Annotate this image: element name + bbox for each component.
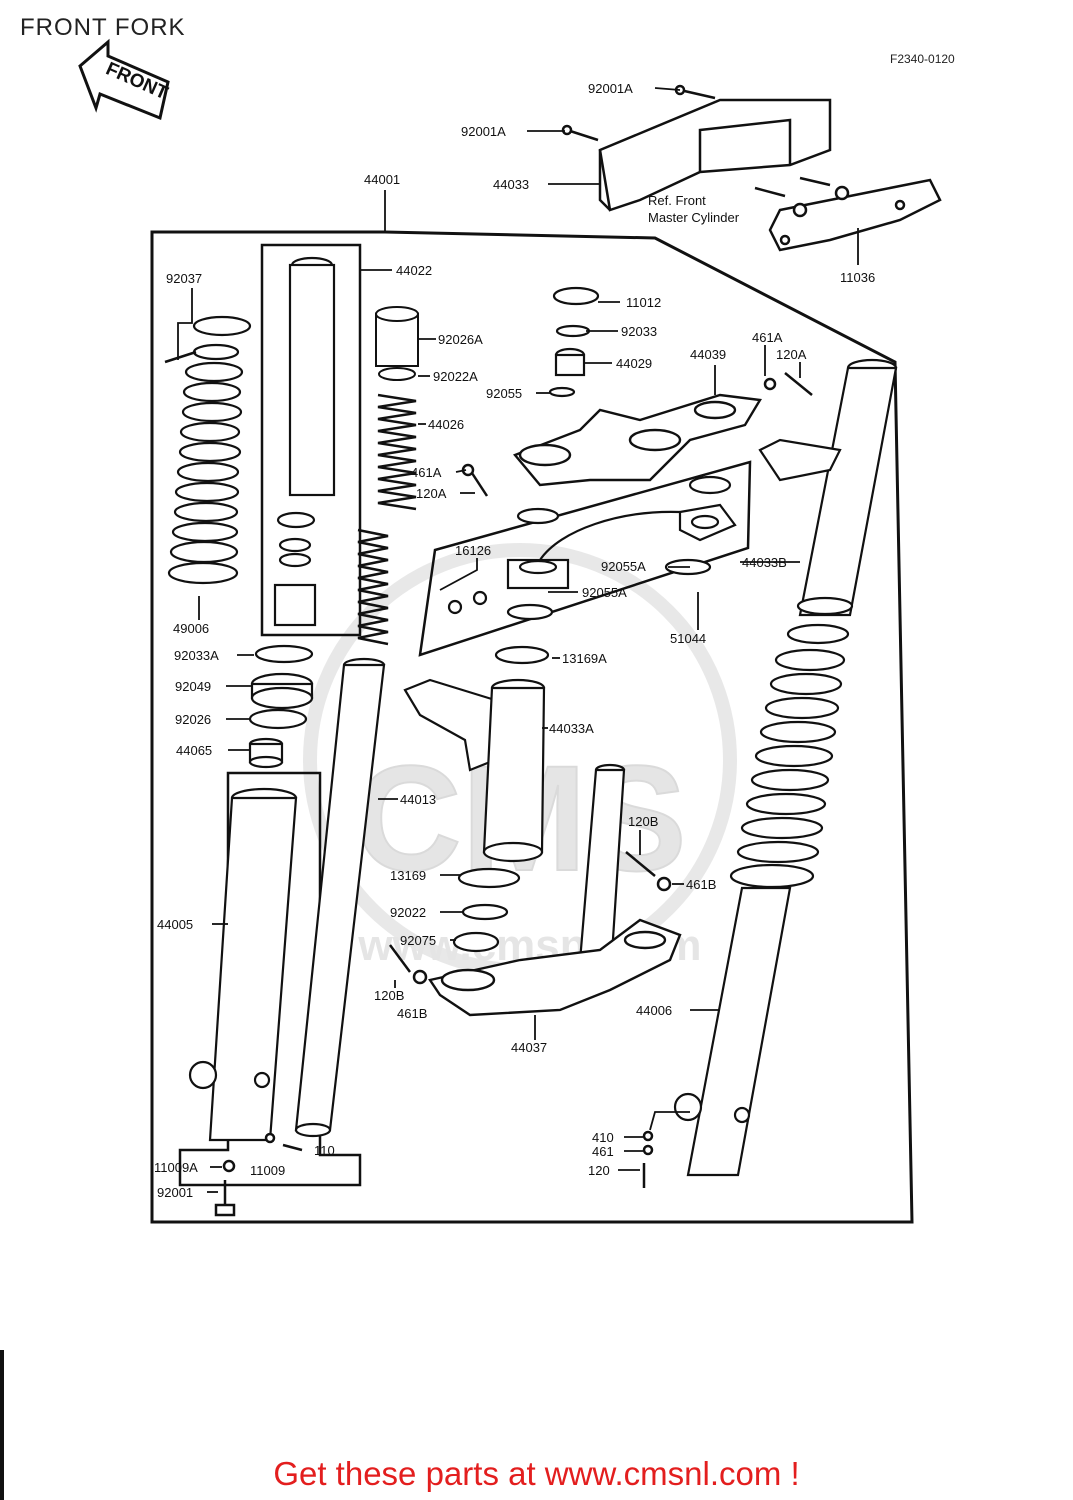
part-label: 92055A — [582, 585, 627, 600]
part-label: 44026 — [428, 417, 464, 432]
part-label: 44033A — [549, 721, 594, 736]
part-label: 410 — [592, 1130, 614, 1145]
part-label: 92075 — [400, 933, 436, 948]
part-label: 461B — [397, 1006, 427, 1021]
inner-fork-box — [260, 243, 362, 637]
part-label: 13169A — [562, 651, 607, 666]
lower-clamp-bolts — [388, 372, 813, 985]
headlight-stay-44033a — [403, 645, 550, 863]
part-label: 16126 — [455, 543, 491, 558]
brake-hose-51044 — [447, 475, 737, 621]
footer-link[interactable]: Get these parts at www.cmsnl.com ! — [273, 1455, 800, 1492]
outer-tube-44005 — [188, 787, 298, 1142]
part-label: 11009A — [154, 1160, 198, 1175]
diagram-code: F2340-0120 — [890, 52, 955, 66]
fork-brace-44033 — [598, 98, 832, 212]
part-label: 92022 — [390, 905, 426, 920]
ref-note-line2: Master Cylinder — [648, 210, 740, 225]
part-label: 92055 — [486, 386, 522, 401]
part-label: 92001A — [588, 81, 633, 96]
front-direction-arrow: FRONT — [78, 38, 171, 121]
part-label: 49006 — [173, 621, 209, 636]
part-label: 120A — [776, 347, 807, 362]
fork-tube-44022 — [273, 256, 336, 627]
part-label: 92049 — [175, 679, 211, 694]
part-label: 92022A — [433, 369, 478, 384]
part-label: 120B — [628, 814, 658, 829]
part-label: 44039 — [690, 347, 726, 362]
page-title: FRONT FORK — [20, 14, 186, 41]
seal-stack — [248, 644, 314, 769]
part-label: 13169 — [390, 868, 426, 883]
part-label: 44037 — [511, 1040, 547, 1055]
part-label: 461 — [592, 1144, 614, 1159]
part-label: 44001 — [364, 172, 400, 187]
inner-tube-44013 — [294, 657, 386, 1138]
bearing-stack — [452, 867, 521, 953]
drain-bolts — [214, 1130, 654, 1217]
part-label: 92001 — [157, 1185, 193, 1200]
part-labels: 92001A 92001A 44033 11036 44001 44022 92… — [154, 81, 875, 1200]
parts-diagram: CMS www.cmsnl.com FRONT — [78, 38, 942, 1224]
lower-bracket-44037 — [428, 918, 682, 1017]
part-label: 92026 — [175, 712, 211, 727]
spring-coils-lower — [357, 528, 389, 646]
part-label: 44065 — [176, 743, 212, 758]
part-label: 92033 — [621, 324, 657, 339]
part-label: 92055A — [601, 559, 646, 574]
part-label: 44013 — [400, 792, 436, 807]
part-label: 44022 — [396, 263, 432, 278]
part-label: 44005 — [157, 917, 193, 932]
part-label: 11009 — [250, 1163, 285, 1178]
part-label: 92033A — [174, 648, 219, 663]
part-label: 92026A — [438, 332, 483, 347]
part-label: 11012 — [626, 295, 661, 310]
part-label: 44006 — [636, 1003, 672, 1018]
ref-note-line1: Ref. Front — [648, 193, 706, 208]
upper-bracket-44039 — [513, 393, 762, 487]
part-label: 120 — [588, 1163, 610, 1178]
spring-coils-upper — [377, 393, 417, 511]
edge-bar — [0, 1350, 4, 1500]
part-label: 92001A — [461, 124, 506, 139]
leader-lines — [177, 87, 859, 1193]
part-label: 51044 — [670, 631, 706, 646]
part-label: 120B — [374, 988, 404, 1003]
part-label: 44029 — [616, 356, 652, 371]
part-label: 92037 — [166, 271, 202, 286]
rubber-boot-49006 — [167, 315, 252, 585]
right-fork-assembly — [673, 358, 898, 1177]
part-label: 461A — [411, 465, 442, 480]
brake-hose-box — [418, 460, 752, 657]
part-label: 461B — [686, 877, 716, 892]
part-label: 461A — [752, 330, 783, 345]
part-label: 11036 — [840, 270, 875, 285]
boot-clamp-screw — [164, 350, 197, 364]
spring-44026 — [375, 306, 419, 381]
part-label: 120A — [416, 486, 447, 501]
top-cap-stack — [548, 286, 600, 398]
part-label: 110 — [314, 1143, 335, 1158]
part-label: 44033B — [742, 555, 787, 570]
part-label: 44033 — [493, 177, 529, 192]
